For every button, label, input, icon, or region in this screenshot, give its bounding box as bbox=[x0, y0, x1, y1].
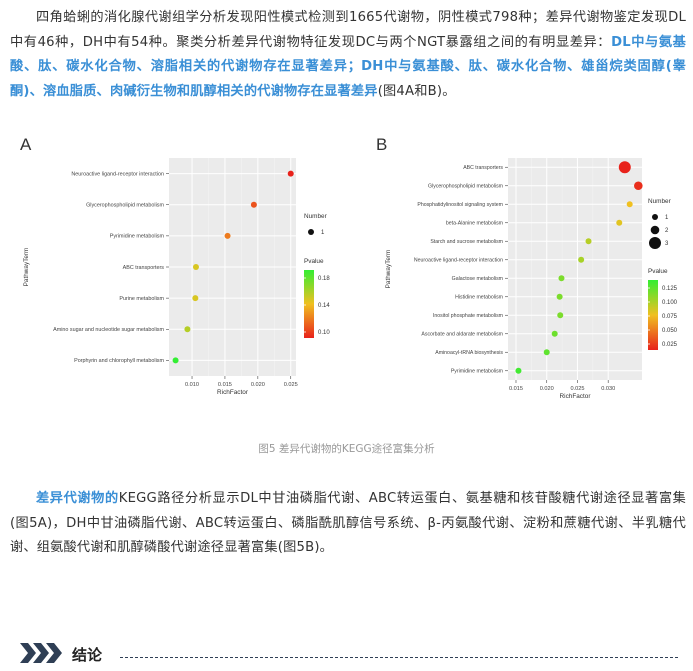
data-point bbox=[618, 161, 631, 174]
data-point bbox=[172, 357, 179, 364]
section-divider bbox=[120, 657, 678, 658]
y-tick-label: Glycerophospholipid metabolism bbox=[86, 203, 164, 209]
legend-number-symbol bbox=[652, 214, 658, 220]
data-point bbox=[287, 170, 294, 177]
x-tick-label: 0.030 bbox=[601, 386, 615, 392]
x-tick-label: 0.010 bbox=[185, 382, 199, 388]
data-point bbox=[224, 232, 231, 239]
legend-pvalue-colorbar bbox=[304, 270, 314, 338]
y-tick-label: Neuroactive ligand-receptor interaction bbox=[71, 171, 164, 177]
legend-pvalue-label: 0.100 bbox=[662, 300, 677, 306]
y-tick-label: Porphyrin and chlorophyll metabolism bbox=[74, 358, 164, 364]
para1-lead: 四角蛤蜊的消化腺代谢组学分析发现阳性模式检测到1665代谢物，阴性模式798种；… bbox=[10, 10, 686, 50]
conclusion-section-header: 结论 bbox=[20, 641, 680, 669]
data-point bbox=[626, 201, 633, 208]
chart-panel-a: A 0.010 0.015 0.020 0.025 Neuroactive ligand-… bbox=[20, 135, 330, 396]
y-tick-label: ABC transporters bbox=[463, 165, 503, 171]
para1-tail: (图4A和B)。 bbox=[377, 83, 456, 99]
x-tick-label: 0.020 bbox=[540, 386, 554, 392]
legend-number-label: 2 bbox=[665, 228, 669, 234]
x-tick-label: 0.015 bbox=[509, 386, 523, 392]
x-axis-title: RichFactor bbox=[560, 393, 592, 400]
x-tick-label: 0.020 bbox=[251, 382, 265, 388]
y-tick-label: Galactose metabolism bbox=[452, 276, 503, 282]
y-tick-label: ABC transporters bbox=[123, 265, 165, 271]
data-point bbox=[515, 367, 522, 374]
data-point bbox=[616, 219, 623, 226]
panel-letter: A bbox=[20, 135, 32, 154]
y-tick-label: Histidine metabolism bbox=[455, 295, 503, 301]
legend-number-title: Number bbox=[648, 198, 672, 205]
y-tick-label: beta-Alanine metabolism bbox=[446, 221, 503, 227]
legend-pvalue-title: Pvalue bbox=[648, 268, 668, 275]
y-tick-label: Aminoacyl-tRNA biosynthesis bbox=[435, 350, 503, 356]
legend-pvalue-label: 0.075 bbox=[662, 314, 677, 320]
paragraph-results-clustering: 四角蛤蜊的消化腺代谢组学分析发现阳性模式检测到1665代谢物，阴性模式798种；… bbox=[10, 6, 686, 104]
y-tick-label: Purine metabolism bbox=[119, 296, 164, 302]
data-point bbox=[192, 264, 199, 270]
y-tick-label: Amino sugar and nucleotide sugar metabol… bbox=[53, 327, 164, 333]
legend-pvalue-label: 0.14 bbox=[318, 303, 330, 309]
y-tick-label: Inositol phosphate metabolism bbox=[433, 313, 503, 319]
x-tick-label: 0.025 bbox=[570, 386, 584, 392]
y-axis-title: PathwayTerm bbox=[23, 248, 30, 287]
y-tick-label: Pyrimidine metabolism bbox=[451, 369, 503, 375]
data-point bbox=[585, 238, 592, 245]
kegg-figure: A 0.010 0.015 0.020 0.025 Neuroactive ligand-… bbox=[12, 128, 678, 408]
data-point bbox=[634, 181, 643, 191]
legend-number-symbol bbox=[650, 225, 660, 235]
data-point bbox=[551, 330, 558, 337]
legend-pvalue-label: 0.10 bbox=[318, 330, 330, 336]
triple-chevron-icon bbox=[20, 643, 62, 663]
kegg-enrichment-bubble-charts: A 0.010 0.015 0.020 0.025 Neuroactive ligand-… bbox=[20, 135, 678, 400]
legend-number-label: 1 bbox=[321, 230, 325, 236]
data-point bbox=[250, 201, 257, 208]
data-point bbox=[556, 293, 563, 300]
data-point bbox=[578, 256, 585, 263]
x-axis-title: RichFactor bbox=[217, 389, 249, 396]
legend-pvalue-title: Pvalue bbox=[304, 258, 324, 265]
data-point bbox=[184, 326, 191, 333]
legend-pvalue-colorbar bbox=[648, 280, 658, 350]
panel-letter: B bbox=[376, 135, 387, 154]
y-tick-label: Ascorbate and aldarate metabolism bbox=[421, 332, 503, 338]
para2-text: KEGG路径分析显示DL中甘油磷脂代谢、ABC转运蛋白、氨基糖和核苷酸糖代谢途径… bbox=[10, 491, 686, 555]
conclusion-title: 结论 bbox=[72, 646, 103, 664]
legend-pvalue-label: 0.025 bbox=[662, 342, 677, 348]
legend-number-label: 3 bbox=[665, 241, 669, 247]
data-point bbox=[543, 349, 550, 356]
data-point bbox=[192, 295, 199, 302]
legend-number-symbol bbox=[649, 237, 661, 249]
y-tick-label: Neuroactive ligand-receptor interaction bbox=[414, 258, 503, 264]
x-tick-label: 0.015 bbox=[218, 382, 232, 388]
y-axis-title: PathwayTerm bbox=[385, 250, 392, 289]
chart-panel-b: B 0.015 0.020 0.025 0.030 ABC transportersGly… bbox=[376, 135, 678, 400]
para2-highlight: 差异代谢物的 bbox=[36, 491, 119, 506]
y-tick-label: Pyrimidine metabolism bbox=[110, 234, 165, 240]
legend-pvalue-label: 0.18 bbox=[318, 276, 330, 282]
legend-number-symbol bbox=[308, 229, 314, 235]
para1-highlight: DL中与氨基酸、肽、碳水化合物、溶脂相关的代谢物存在显著差异；DH中与氨基酸、肽… bbox=[10, 34, 686, 99]
x-tick-label: 0.025 bbox=[284, 382, 298, 388]
paragraph-kegg-analysis: 差异代谢物的KEGG路径分析显示DL中甘油磷脂代谢、ABC转运蛋白、氨基糖和核苷… bbox=[10, 487, 686, 561]
figure-caption: 图5 差异代谢物的KEGG途径富集分析 bbox=[258, 443, 435, 455]
data-point bbox=[558, 275, 565, 282]
y-tick-label: Glycerophospholipid metabolism bbox=[428, 184, 503, 190]
legend-pvalue-label: 0.125 bbox=[662, 286, 677, 292]
legend-pvalue-label: 0.050 bbox=[662, 328, 677, 334]
legend-number-label: 1 bbox=[665, 215, 669, 221]
y-tick-label: Phosphatidylinositol signaling system bbox=[417, 202, 503, 208]
data-point bbox=[557, 312, 564, 319]
y-tick-label: Starch and sucrose metabolism bbox=[430, 239, 503, 245]
legend-number-title: Number bbox=[304, 213, 328, 220]
plot-background bbox=[508, 158, 642, 380]
